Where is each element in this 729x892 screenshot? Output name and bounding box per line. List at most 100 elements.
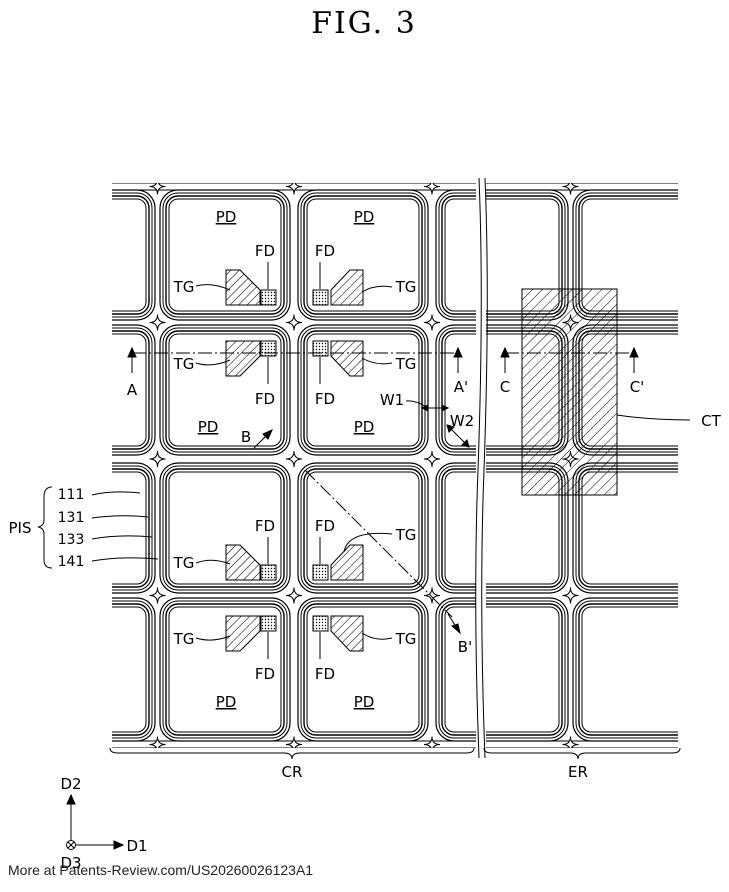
pixel-cell (110, 189, 156, 321)
pd-label-1: PD (216, 208, 237, 226)
ct-label: CT (701, 412, 721, 430)
tg-label-8: TG (395, 630, 417, 648)
tg-label-4: TG (395, 355, 417, 373)
figure-title: FIG. 3 (311, 6, 417, 41)
pd-label-5: PD (216, 693, 237, 711)
transfer-gate (330, 615, 364, 652)
pis-label: PIS (9, 519, 32, 537)
transfer-gate (225, 615, 261, 652)
break-line (475, 176, 488, 760)
intersection-star (149, 183, 166, 195)
transfer-gate (330, 544, 364, 581)
fd-label-7: FD (255, 665, 275, 683)
pixel-cell (159, 462, 291, 594)
pixel-cell (572, 597, 680, 742)
tg-label-2: TG (395, 278, 417, 296)
fd-label-8: FD (315, 665, 335, 683)
fd-label-2: FD (315, 242, 335, 260)
intersection-star (562, 183, 579, 195)
er-label: ER (568, 763, 588, 781)
pixel-cell (110, 462, 156, 594)
intersection-star (149, 736, 166, 748)
intersection-star (285, 314, 303, 331)
pixel-cell (435, 597, 569, 742)
section-b-prime-label: B' (458, 638, 472, 656)
pixel-cell (110, 324, 156, 456)
pixel-cell (297, 324, 429, 456)
tg-label-1: TG (173, 278, 195, 296)
tg-label-7: TG (173, 630, 195, 648)
intersection-star (285, 587, 303, 604)
intersection-star (423, 450, 441, 468)
pd-label-3: PD (198, 418, 219, 436)
transfer-gate (225, 340, 261, 377)
fd-label-6: FD (315, 517, 335, 535)
tg-label-5: TG (173, 554, 195, 572)
transfer-gate (330, 340, 364, 377)
tg-label-3: TG (173, 355, 195, 373)
floating-diffusion (312, 340, 329, 357)
pixel-array (110, 183, 680, 748)
intersection-star (423, 736, 441, 748)
pixel-cell (435, 189, 569, 321)
d2-label: D2 (60, 775, 81, 793)
pixel-cell (110, 597, 156, 742)
pd-label-4: PD (354, 418, 375, 436)
fd-label-3: FD (255, 390, 275, 408)
pixel-cell (435, 462, 569, 594)
layer-131-label: 131 (58, 510, 85, 526)
section-line-a (127, 346, 463, 373)
pixel-cell (159, 189, 291, 321)
intersection-star (285, 183, 303, 195)
d3-label: D3 (60, 854, 81, 872)
layer-111-label: 111 (58, 487, 85, 503)
width-marks (405, 400, 470, 448)
pixel-cell (159, 597, 291, 742)
pixel-cell (159, 324, 291, 456)
transfer-gate (330, 269, 364, 306)
pis-bracket (37, 486, 159, 569)
pixel-cell (572, 189, 680, 321)
floating-diffusion (260, 615, 277, 632)
fd-label-1: FD (255, 242, 275, 260)
intersection-star (149, 587, 166, 604)
fd-label-4: FD (315, 390, 335, 408)
pixel-cell (297, 597, 429, 742)
section-c-label: C (500, 378, 510, 396)
floating-diffusion (260, 289, 277, 306)
pixel-cell (297, 189, 429, 321)
section-c-prime-label: C' (630, 378, 645, 396)
intersection-star (285, 450, 303, 468)
intersection-star (423, 183, 441, 195)
footer-source-link[interactable]: More at Patents-Review.com/US20260026123… (8, 862, 314, 878)
transfer-gates (225, 269, 364, 652)
floating-diffusion (312, 564, 329, 581)
pixel-cell (297, 462, 429, 594)
intersection-star (423, 314, 441, 331)
layer-141-label: 141 (58, 554, 85, 570)
intersection-star (423, 587, 441, 604)
section-line-b (253, 429, 461, 635)
region-braces (109, 747, 681, 760)
cr-label: CR (282, 763, 303, 781)
floating-diffusion (312, 615, 329, 632)
section-a-prime-label: A' (454, 378, 468, 396)
tg-label-6: TG (395, 526, 417, 544)
floating-diffusion (312, 289, 329, 306)
section-a-label: A (127, 381, 138, 399)
section-line-c (500, 346, 639, 373)
pixel-cell (572, 462, 680, 594)
floating-diffusion (260, 340, 277, 357)
intersection-star (285, 736, 303, 748)
intersection-star (149, 450, 166, 468)
fd-label-5: FD (255, 517, 275, 535)
axis-indicator (66, 793, 125, 850)
w1-label: W1 (380, 391, 404, 409)
w2-label: W2 (450, 412, 474, 430)
intersection-star (562, 736, 579, 748)
transfer-gate (225, 544, 261, 581)
intersection-star (562, 587, 579, 604)
pd-label-2: PD (354, 208, 375, 226)
